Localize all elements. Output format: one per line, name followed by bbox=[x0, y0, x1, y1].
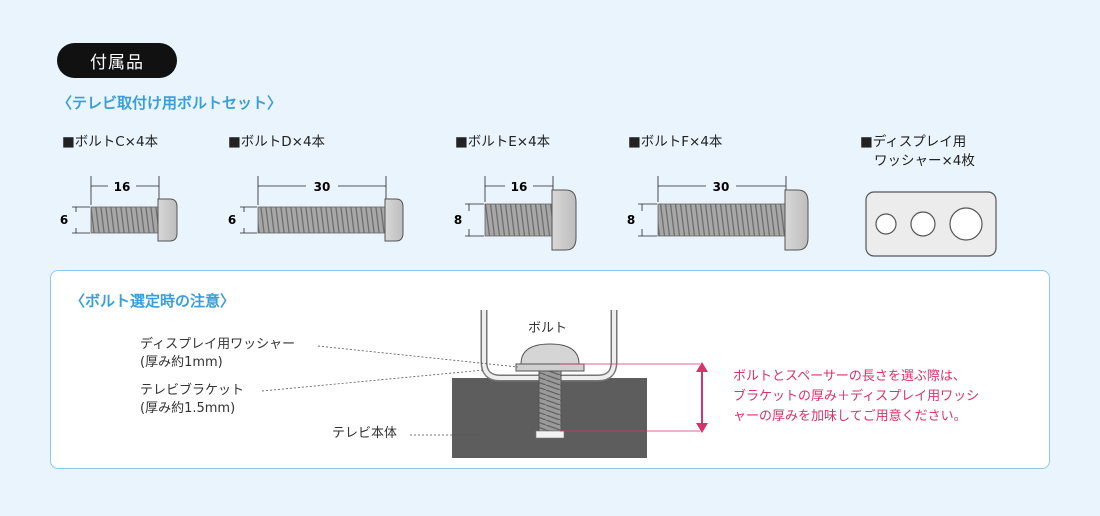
washer-shape bbox=[515, 363, 585, 372]
part-label-bolt-d: ■ボルトD×4本 bbox=[228, 134, 326, 150]
arrow-up-icon bbox=[696, 362, 708, 372]
bolt-set-title: 〈テレビ取付け用ボルトセット〉 bbox=[57, 94, 283, 112]
tv-body-label: テレビ本体 bbox=[332, 426, 398, 441]
bolt-label: ボルト bbox=[528, 321, 568, 336]
note-line-2: ブラケットの厚み＋ディスプレイ用ワッシ bbox=[733, 389, 980, 404]
bolt-f-drawing: 30 8 bbox=[627, 176, 809, 251]
bracket-label: テレビブラケット bbox=[140, 383, 245, 398]
bolt-d-drawing: 30 6 bbox=[228, 176, 404, 242]
bolt-e-diameter: 8 bbox=[454, 213, 462, 227]
note-line-3: ャーの厚みを加味してご用意ください。 bbox=[733, 409, 967, 424]
bolt-c-drawing: 16 6 bbox=[60, 176, 178, 242]
bolt-f-length: 30 bbox=[713, 180, 730, 194]
bracket-thickness: (厚み約1.5mm) bbox=[140, 401, 236, 416]
washer-label: ディスプレイ用ワッシャー bbox=[140, 337, 296, 352]
caution-title: 〈ボルト選定時の注意〉 bbox=[70, 292, 236, 310]
arrow-down-icon bbox=[696, 423, 708, 433]
bolt-c-length: 16 bbox=[114, 180, 131, 194]
bolt-d-length: 30 bbox=[314, 180, 331, 194]
part-label-bolt-e: ■ボルトE×4本 bbox=[455, 134, 551, 150]
bolt-d-diameter: 6 bbox=[228, 213, 236, 227]
bolt-head-shape bbox=[520, 343, 580, 365]
part-label-washer-line2: ワッシャー×4枚 bbox=[874, 153, 975, 169]
accessories-badge: 付属品 bbox=[57, 43, 177, 78]
parts-drawing: 16 6 30 6 16 8 bbox=[60, 176, 997, 257]
part-label-bolt-c: ■ボルトC×4本 bbox=[62, 134, 159, 150]
bolt-c-diameter: 6 bbox=[60, 213, 68, 227]
bolt-f-diameter: 8 bbox=[627, 213, 635, 227]
washer-thickness: (厚み約1mm) bbox=[140, 355, 223, 370]
bolt-e-drawing: 16 8 bbox=[454, 176, 577, 251]
cross-section-diagram bbox=[261, 310, 708, 458]
note-line-1: ボルトとスペーサーの長さを選ぶ際は、 bbox=[733, 369, 966, 384]
part-label-bolt-f: ■ボルトF×4本 bbox=[628, 134, 723, 150]
bolt-shaft-shape bbox=[538, 370, 562, 432]
bolt-e-length: 16 bbox=[511, 180, 528, 194]
washer-plate-drawing bbox=[865, 191, 997, 257]
part-label-washer-line1: ■ディスプレイ用 bbox=[860, 134, 967, 150]
